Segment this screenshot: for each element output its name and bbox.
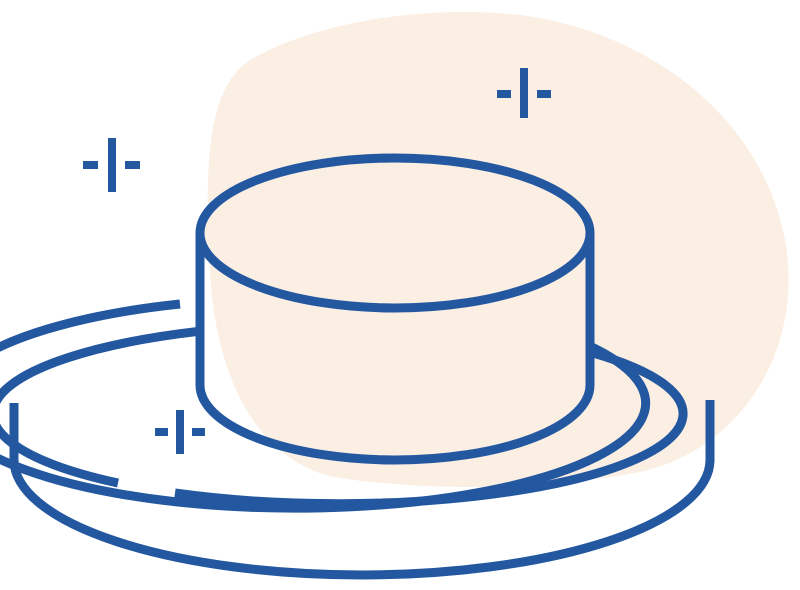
cylinder-outline bbox=[195, 233, 595, 465]
dish-base bbox=[9, 459, 715, 580]
sparkle-icon bbox=[497, 68, 551, 118]
sparkle-icon bbox=[155, 410, 205, 454]
sparkle-icon bbox=[83, 138, 140, 192]
cylinder-top bbox=[195, 153, 595, 313]
